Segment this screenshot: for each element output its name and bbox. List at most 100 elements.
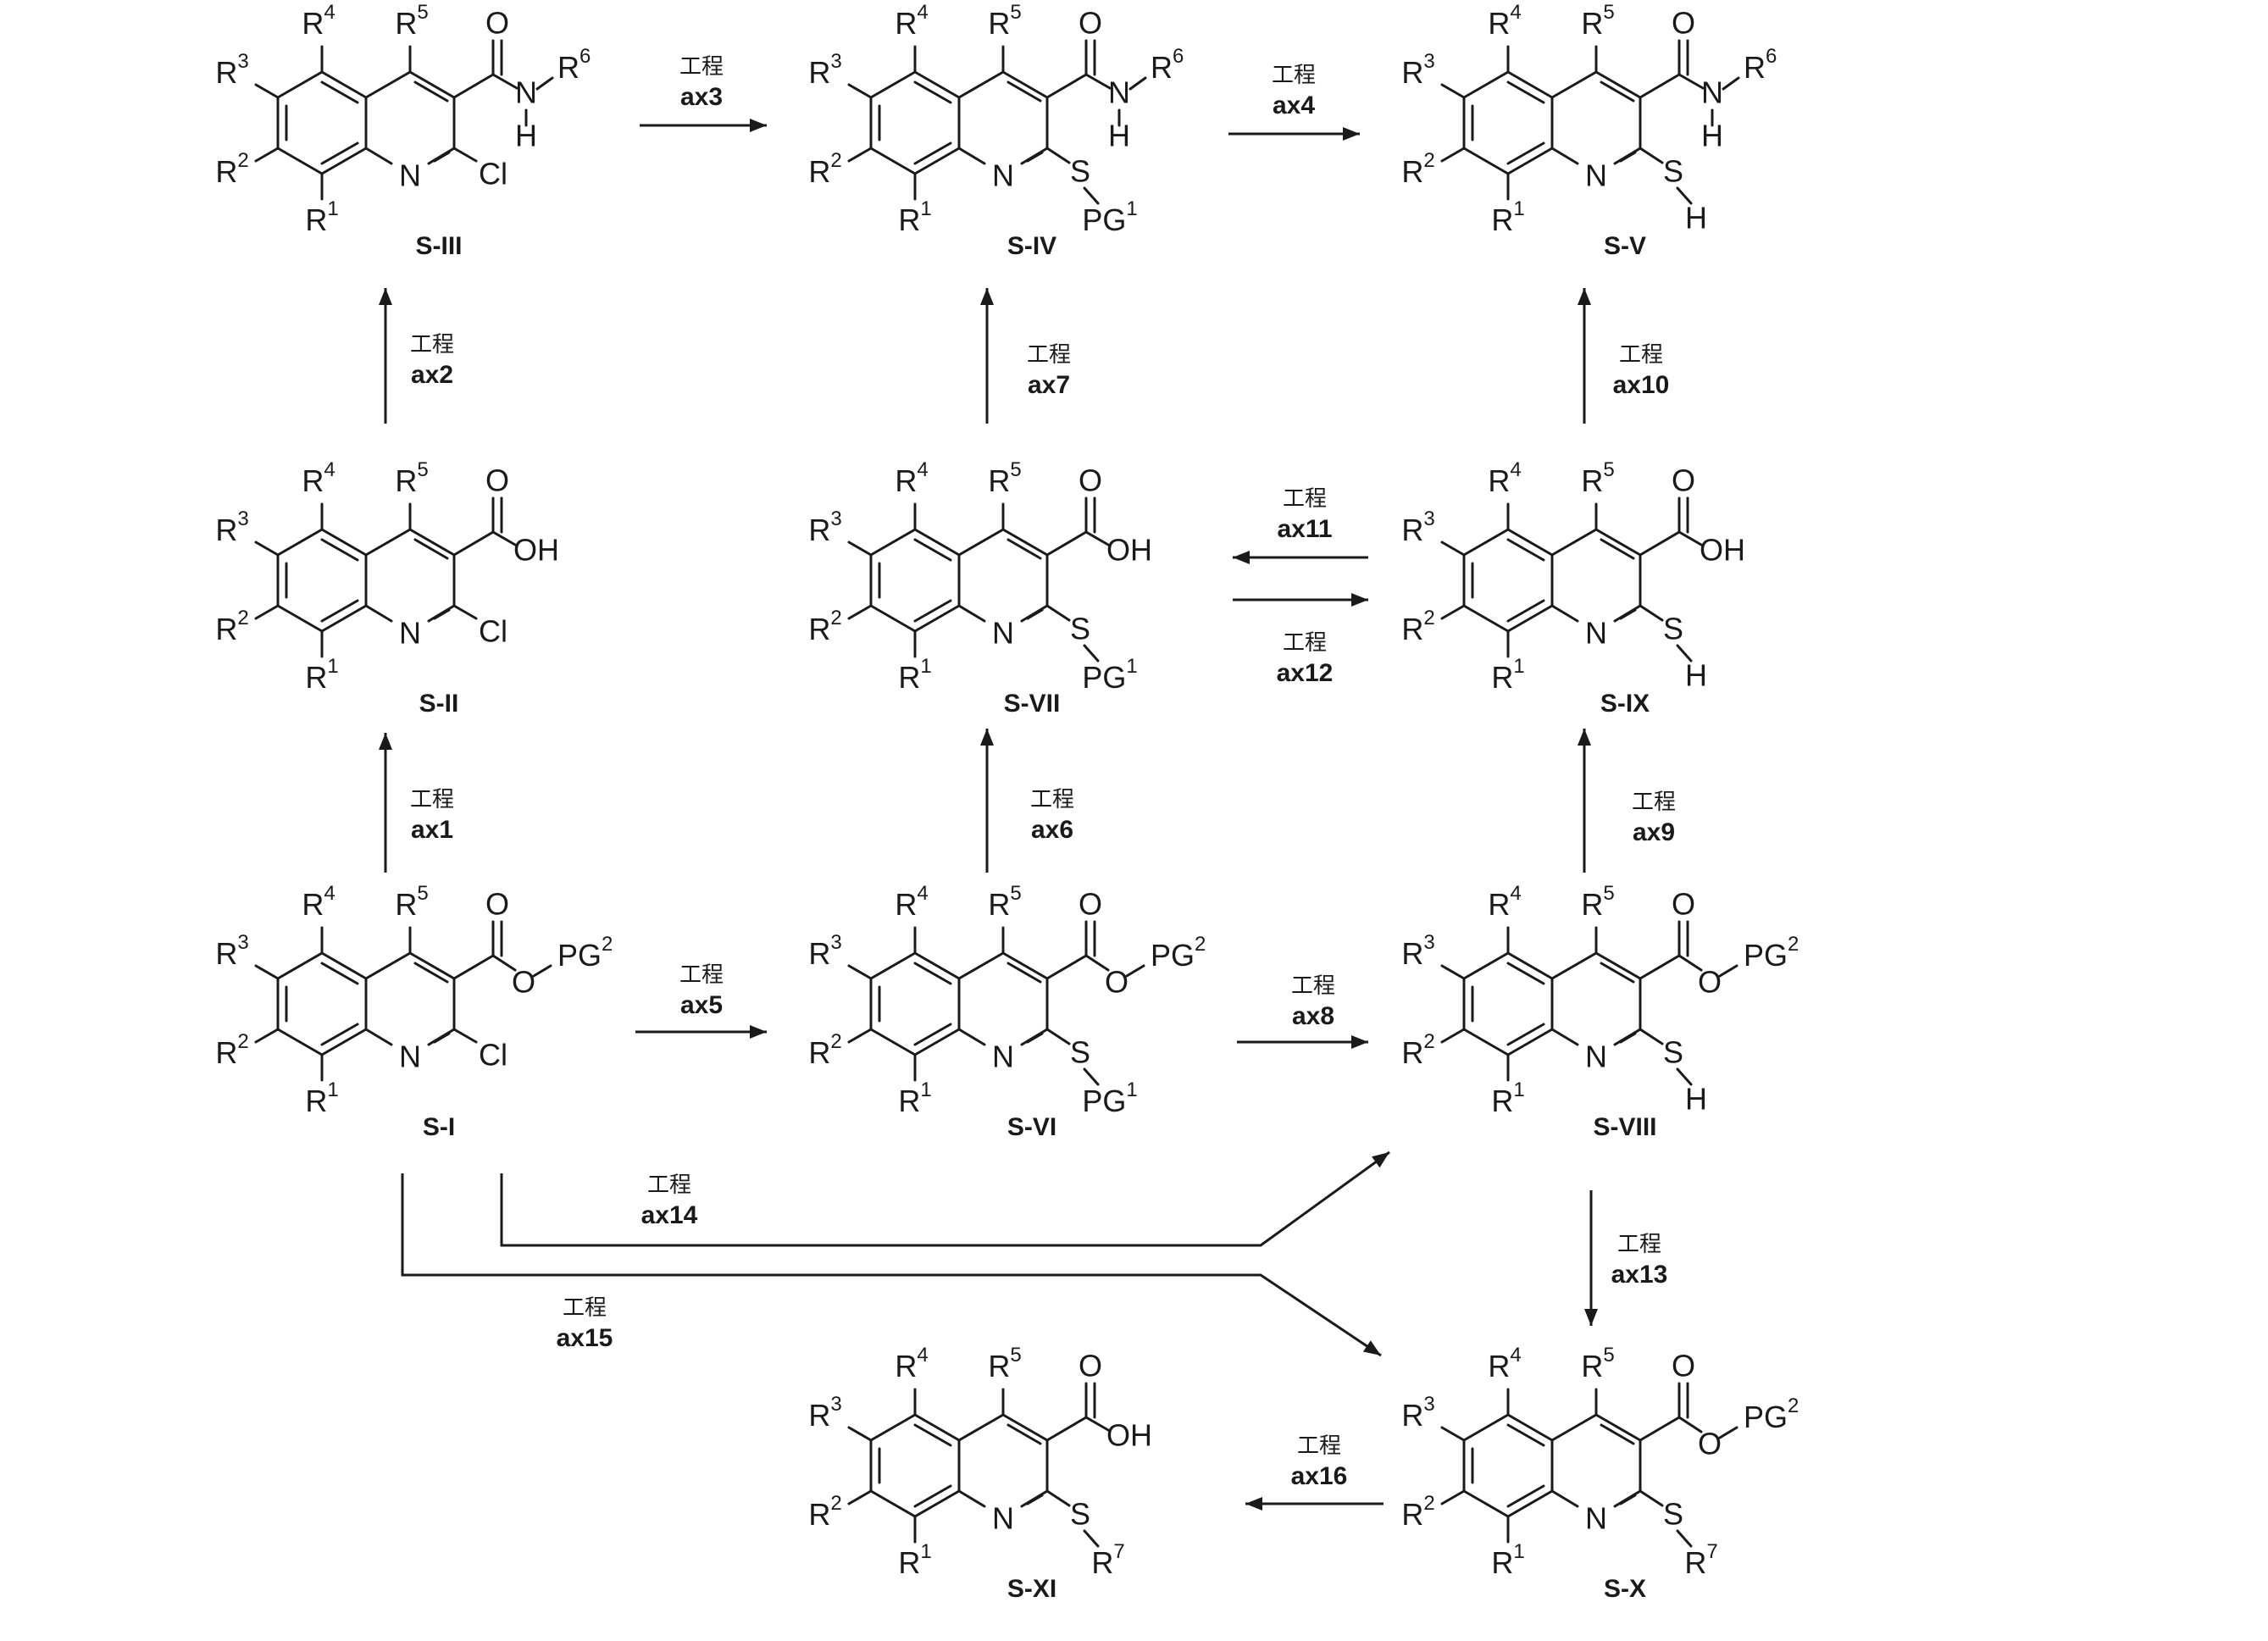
r2-label: R2 (1401, 607, 1434, 646)
bond-r2 (849, 1029, 871, 1042)
step-id: ax1 (411, 816, 453, 844)
bond-o-pg2 (1720, 1428, 1737, 1438)
r7-label: R7 (1091, 1540, 1124, 1579)
bond-o-pg2 (1127, 966, 1144, 976)
ring-nitrogen: N (399, 616, 421, 651)
step-label-ax9: 工程ax9 (1632, 789, 1676, 846)
step-id: ax5 (680, 991, 723, 1019)
step-id: ax14 (641, 1201, 698, 1229)
ring-bond (410, 72, 454, 97)
step-prefix: 工程 (679, 962, 724, 987)
r2-label: R2 (215, 149, 248, 188)
carbonyl-oxygen: O (1079, 6, 1102, 41)
r1-label: R1 (305, 1078, 338, 1117)
bond-r3 (1442, 542, 1464, 555)
double-bond-inner (915, 143, 951, 164)
bond-r2 (256, 148, 278, 161)
step-ax5-arrowhead (750, 1025, 767, 1039)
step-prefix: 工程 (1027, 341, 1071, 367)
carbonyl-oxygen: O (1672, 463, 1695, 498)
ring-bond (278, 953, 322, 979)
step-ax2-arrowhead (379, 288, 392, 305)
step-id: ax12 (1277, 659, 1334, 687)
bond-r2 (1442, 606, 1464, 618)
bond-r3 (256, 966, 278, 979)
hydroxyl-label: OH (1700, 533, 1745, 568)
step-ax11-arrowhead (1233, 551, 1250, 564)
ring-nitrogen: N (1585, 158, 1607, 193)
ring-nitrogen: N (1585, 616, 1607, 651)
ring-bond (871, 606, 915, 631)
amide-hydrogen: H (1701, 119, 1723, 153)
bond-s-sub (1084, 1069, 1098, 1084)
bond-c2-s (1047, 1491, 1069, 1505)
amide-nitrogen: N (515, 75, 537, 110)
r1-label: R1 (898, 1540, 931, 1579)
pg1-label: PG1 (1082, 1078, 1137, 1117)
step-ax8-arrowhead (1351, 1035, 1368, 1049)
bond-c3-carbonyl (1047, 75, 1086, 97)
double-bond-inner (1508, 1425, 1544, 1445)
step-id: ax4 (1273, 91, 1315, 119)
ring-bond (871, 529, 915, 555)
bond-to-amide-n (1679, 75, 1703, 88)
compound-label: S-I (423, 1113, 455, 1141)
step-prefix: 工程 (1297, 1433, 1341, 1458)
bond-r2 (256, 606, 278, 618)
step-prefix: 工程 (1291, 973, 1335, 998)
step-id: ax9 (1633, 818, 1675, 846)
r2-label: R2 (808, 149, 841, 188)
double-bond-inner (322, 82, 358, 103)
double-bond-inner (1508, 1024, 1544, 1045)
ring-bond (1464, 1415, 1508, 1440)
bond-r3 (1442, 966, 1464, 979)
ring-bond (1596, 1415, 1640, 1440)
step-label-ax16: 工程ax16 (1291, 1433, 1348, 1490)
ring-bond (278, 148, 322, 174)
ring-bond (871, 1491, 915, 1516)
r3-label: R3 (1401, 931, 1434, 970)
r3-label: R3 (1401, 1393, 1434, 1432)
double-bond-inner (322, 601, 358, 621)
ring-nitrogen: N (399, 1039, 421, 1074)
step-ax4-arrowhead (1343, 127, 1360, 141)
r4-label: R4 (895, 458, 928, 497)
r6-label: R6 (557, 45, 591, 84)
compound-label: S-III (415, 232, 462, 260)
r1-label: R1 (1491, 655, 1524, 694)
ring-bond (1552, 1415, 1596, 1440)
ring-bond (1464, 72, 1508, 97)
bond-n-r6 (1130, 78, 1145, 89)
bond-c2-cl (454, 148, 476, 161)
bond-c3-carbonyl (1047, 532, 1086, 555)
r5-label: R5 (988, 1, 1021, 40)
compound-label: S-X (1604, 1575, 1646, 1603)
ring-bond (410, 953, 454, 979)
step-prefix: 工程 (1617, 1231, 1661, 1256)
step-ax12-arrowhead (1351, 593, 1368, 607)
ring-nitrogen: N (992, 158, 1014, 193)
r1-label: R1 (305, 197, 338, 236)
double-bond-inner (1508, 601, 1544, 621)
r2-label: R2 (215, 1030, 248, 1069)
amide-nitrogen: N (1108, 75, 1130, 110)
step-ax1-arrowhead (379, 733, 392, 750)
step-label-ax2: 工程ax2 (410, 331, 454, 389)
r2-label: R2 (808, 1030, 841, 1069)
ester-oxygen: O (512, 965, 535, 1000)
double-bond-inner (915, 1486, 951, 1506)
ring-bond (1464, 953, 1508, 979)
r1-label: R1 (1491, 1078, 1524, 1117)
ring-bond-to-n (1552, 148, 1578, 164)
compound-label: S-II (419, 690, 459, 718)
bond-r3 (849, 542, 871, 555)
hydroxyl-label: OH (513, 533, 559, 568)
step-prefix: 工程 (1272, 62, 1316, 87)
ring-bond (871, 148, 915, 174)
sulfur-label: S (1070, 154, 1090, 189)
compound-label: S-VII (1004, 690, 1061, 718)
bond-c3-carbonyl (454, 75, 493, 97)
double-bond-inner (322, 143, 358, 164)
pg1-label: PG1 (1082, 655, 1137, 694)
compound-label: S-VIII (1593, 1113, 1656, 1141)
